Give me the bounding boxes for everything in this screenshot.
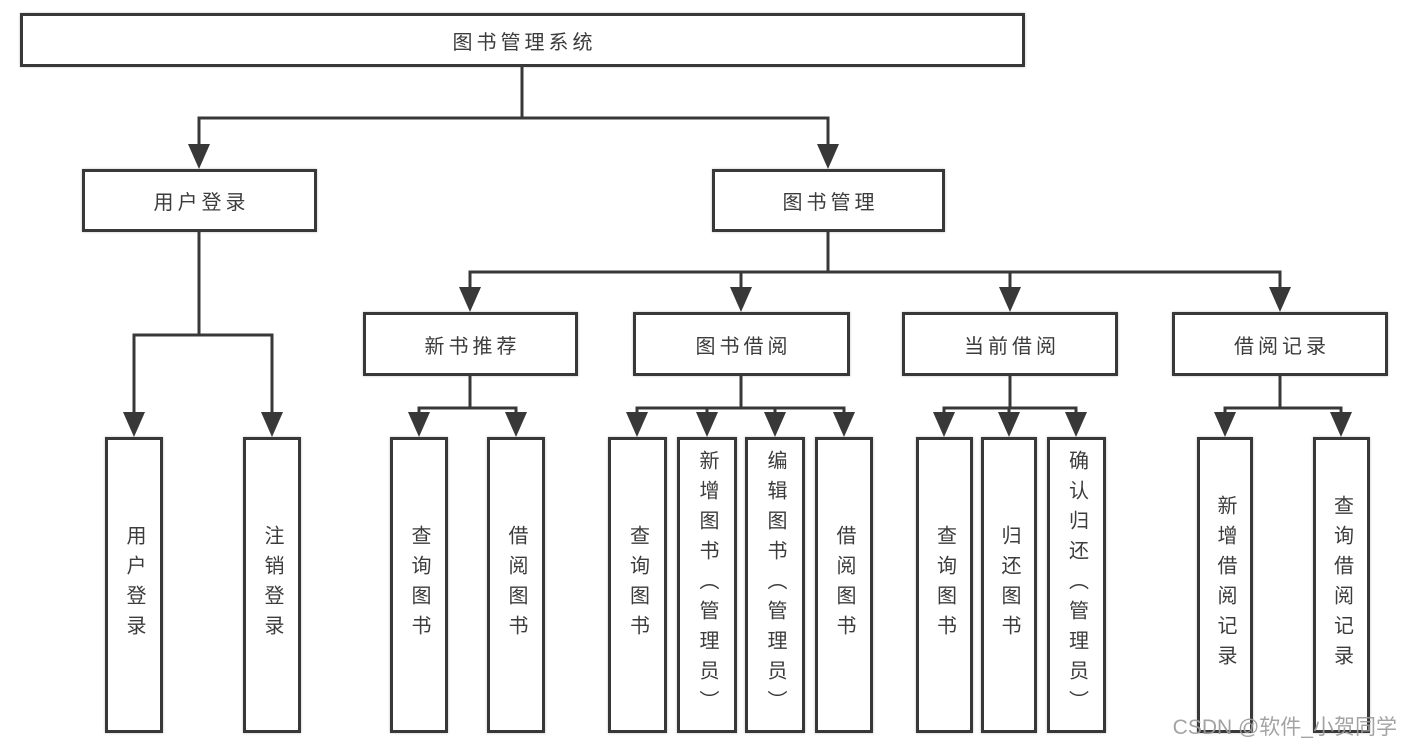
connector-user-login-children [123,230,283,437]
node-label: 图书借阅 [695,335,792,358]
node-label: 图书管理 [782,192,879,214]
node-label: 查询图书 [933,525,956,645]
node-leaf-nbr-query-books: 查询图书 [390,437,448,733]
node-label: 查询图书 [626,525,649,645]
node-new-book-recommend: 新书推荐 [363,312,578,376]
node-leaf-user-login: 用户登录 [105,437,163,733]
node-book-management: 图书管理 [712,169,945,232]
watermark: CSDN @软件_小贺同学 [1172,716,1397,739]
connector-book-borrowing-children [626,374,855,437]
node-label: 归还图书 [998,525,1020,645]
node-label: 注销登录 [261,525,283,645]
connector-root-to-level2 [188,65,839,169]
node-leaf-bb-query-books: 查询图书 [608,437,667,733]
node-leaf-br-query-record: 查询借阅记录 [1313,437,1370,733]
node-label: 用户登录 [153,192,250,214]
connector-book-management-children [459,230,1291,312]
connector-current-borrowing-children [933,374,1087,437]
node-leaf-cb-confirm-return-admin: 确认归还（管理员） [1047,437,1106,733]
node-current-borrowing: 当前借阅 [902,312,1118,376]
node-book-borrowing: 图书借阅 [633,312,850,376]
node-leaf-cb-query-books: 查询图书 [916,437,973,733]
node-label: 图书管理系统 [452,31,597,54]
node-leaf-nbr-borrow-books: 借阅图书 [487,437,545,733]
node-leaf-br-add-record: 新增借阅记录 [1197,437,1253,733]
node-label: 当前借阅 [964,335,1060,358]
node-leaf-bb-edit-books-admin: 编辑图书（管理员） [745,437,805,733]
node-root: 图书管理系统 [20,13,1025,67]
node-label: 借阅图书 [505,525,527,645]
node-label: 用户登录 [123,525,145,645]
node-label: 编辑图书（管理员） [764,450,786,720]
node-leaf-cb-return-books: 归还图书 [981,437,1037,733]
node-label: 确认归还（管理员） [1065,450,1088,720]
node-label: 新书推荐 [424,335,521,358]
node-borrowing-records: 借阅记录 [1172,312,1388,376]
connector-new-book-recommend-children [408,374,527,437]
node-leaf-bb-borrow-books: 借阅图书 [815,437,873,733]
node-user-login: 用户登录 [82,169,317,232]
connector-borrowing-records-children [1214,374,1352,437]
node-label: 借阅记录 [1234,335,1330,358]
node-label: 新增图书（管理员） [696,450,718,720]
node-leaf-logout: 注销登录 [243,437,301,733]
node-label: 借阅图书 [833,525,855,645]
node-label: 查询借阅记录 [1330,495,1353,675]
node-label: 查询图书 [408,525,430,645]
node-leaf-bb-add-books-admin: 新增图书（管理员） [677,437,737,733]
node-label: 新增借阅记录 [1214,495,1236,675]
